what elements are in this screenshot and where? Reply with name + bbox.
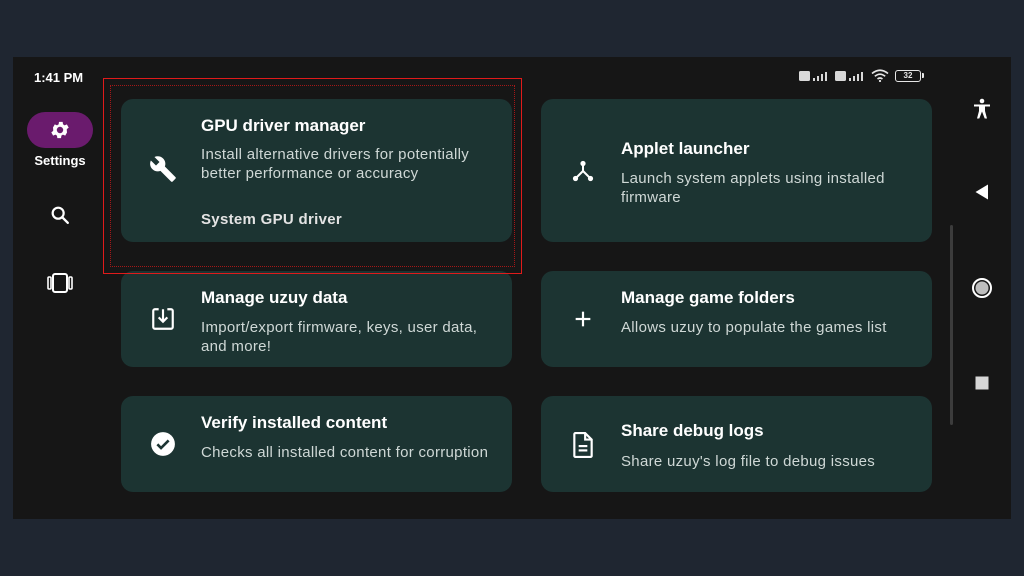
accessibility-icon (974, 98, 990, 119)
card-description: Allows uzuy to populate the games list (621, 319, 887, 336)
card-title: Applet launcher (621, 139, 750, 158)
card-description: Install alternative drivers for potentia… (201, 146, 470, 182)
download-box-icon (149, 305, 177, 333)
card-title: Verify installed content (201, 413, 388, 432)
card-title: Manage game folders (621, 288, 795, 307)
applet-icon (569, 157, 597, 185)
nav-settings-label: Settings (34, 153, 86, 168)
card-verify-installed-content[interactable]: Verify installed content Checks all inst… (121, 396, 512, 492)
card-description: Import/export firmware, keys, user data,… (201, 319, 478, 355)
plus-icon (569, 305, 597, 333)
battery-level: 32 (895, 69, 921, 82)
wifi-icon (871, 69, 889, 82)
status-time: 1:41 PM (34, 70, 84, 85)
card-description: Launch system applets using installed fi… (621, 170, 885, 206)
back-triangle-icon (975, 184, 988, 200)
card-manage-game-folders[interactable]: Manage game folders Allows uzuy to popul… (541, 271, 932, 367)
games-library-icon (47, 273, 73, 293)
battery-tip (922, 73, 924, 78)
card-gpu-driver-manager[interactable]: GPU driver manager Install alternative d… (121, 99, 512, 242)
wrench-icon (149, 155, 177, 183)
recents-button[interactable] (969, 370, 995, 396)
card-description: Checks all installed content for corrupt… (201, 444, 489, 461)
card-title: GPU driver manager (201, 116, 366, 135)
check-circle-icon (149, 430, 177, 458)
gear-icon (51, 121, 69, 139)
document-icon (569, 431, 597, 459)
card-applet-launcher[interactable]: Applet launcher Launch system applets us… (541, 99, 932, 242)
back-button[interactable] (969, 179, 995, 205)
card-subtitle: System GPU driver (201, 211, 342, 228)
search-icon (51, 206, 69, 224)
volte-signal-icon (799, 70, 827, 81)
card-share-debug-logs[interactable]: Share debug logs Share uzuy's log file t… (541, 396, 932, 492)
card-description: Share uzuy's log file to debug issues (621, 453, 876, 470)
accessibility-button[interactable] (969, 96, 995, 122)
home-circle-icon (972, 278, 992, 298)
nav-settings-pill (27, 112, 93, 148)
status-icons: 32 (799, 69, 924, 82)
recents-square-icon (975, 376, 989, 390)
nav-search[interactable] (45, 200, 75, 230)
scrollbar[interactable] (950, 225, 953, 425)
card-manage-data[interactable]: Manage uzuy data Import/export firmware,… (121, 271, 512, 367)
card-title: Share debug logs (621, 421, 764, 440)
nav-settings[interactable]: Settings (27, 112, 93, 168)
nav-games[interactable] (45, 268, 75, 298)
app-screen: 1:41 PM 32 (13, 57, 1011, 519)
home-button[interactable] (969, 275, 995, 301)
battery-indicator: 32 (895, 69, 924, 82)
card-title: Manage uzuy data (201, 288, 348, 307)
volte-signal-icon (835, 70, 863, 81)
